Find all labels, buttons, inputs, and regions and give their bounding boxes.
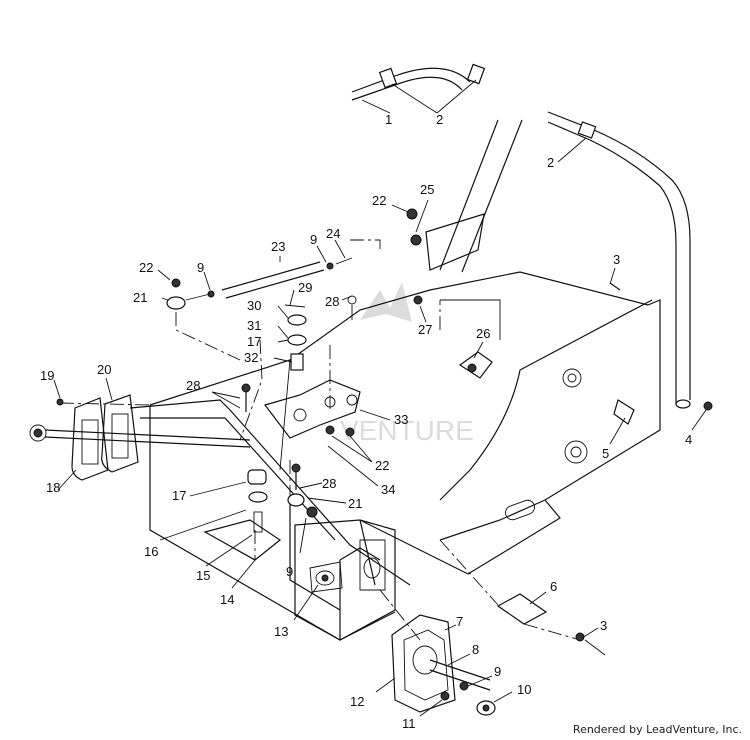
callout-25: 25 <box>420 182 434 197</box>
assembly-lines <box>59 239 581 641</box>
callout-9c: 9 <box>197 260 204 275</box>
callout-16: 16 <box>144 544 158 559</box>
callout-28: 28 <box>325 294 339 309</box>
left-bracket-plates <box>29 394 139 481</box>
callout-17: 17 <box>172 488 186 503</box>
lower-right-bracket <box>391 614 491 713</box>
callout-17b: 17 <box>247 334 261 349</box>
callout-22b: 22 <box>372 193 386 208</box>
callout-30: 30 <box>247 298 261 313</box>
callout-32: 32 <box>244 350 258 365</box>
callout-27: 27 <box>418 322 432 337</box>
callout-20: 20 <box>97 362 111 377</box>
callout-3b: 3 <box>600 618 607 633</box>
callout-14: 14 <box>220 592 234 607</box>
callout-8: 8 <box>472 642 479 657</box>
callout-11: 11 <box>402 716 416 731</box>
callout-33: 33 <box>394 412 408 427</box>
callout-5: 5 <box>602 446 609 461</box>
callout-10: 10 <box>517 682 531 697</box>
callout-9b: 9 <box>286 564 293 579</box>
callout-23: 23 <box>271 239 285 254</box>
leader-lines <box>53 79 707 717</box>
plate-14 <box>203 519 282 561</box>
bolt-stack-upper <box>284 304 307 371</box>
callout-29: 29 <box>298 280 312 295</box>
tie-rod <box>166 257 353 310</box>
callout-22c: 22 <box>375 458 389 473</box>
callout-2b: 2 <box>547 155 554 170</box>
frame-body <box>149 271 661 642</box>
callout-1: 1 <box>385 112 392 127</box>
bolt-stack-lower <box>247 469 268 533</box>
callout-labels: 1 2 2 3 4 5 3 6 7 8 9 10 11 12 13 14 15 … <box>40 112 692 731</box>
callout-24: 24 <box>326 226 340 241</box>
callout-28b: 28 <box>186 378 200 393</box>
side-plate-left <box>294 519 396 641</box>
callout-6: 6 <box>550 579 557 594</box>
callout-22: 22 <box>139 260 153 275</box>
callout-28c: 28 <box>322 476 336 491</box>
callout-34: 34 <box>381 482 395 497</box>
watermark-logo: VENTURE <box>340 282 474 446</box>
footer-credit: Rendered by LeadVenture, Inc. <box>572 723 742 736</box>
callout-12: 12 <box>350 694 364 709</box>
callout-15: 15 <box>196 568 210 583</box>
fasteners <box>56 208 713 716</box>
callout-26: 26 <box>476 326 490 341</box>
upper-tube <box>351 63 486 101</box>
roll-bar-tube <box>547 111 691 409</box>
callout-18: 18 <box>46 480 60 495</box>
center-linkage-plate <box>263 379 361 439</box>
steering-column <box>410 119 523 273</box>
callout-2: 2 <box>436 112 443 127</box>
callout-21: 21 <box>133 290 147 305</box>
callout-9d: 9 <box>310 232 317 247</box>
callout-3: 3 <box>613 252 620 267</box>
callout-7: 7 <box>456 614 463 629</box>
callout-4: 4 <box>685 432 692 447</box>
watermark-text: VENTURE <box>340 415 474 446</box>
callout-9: 9 <box>494 664 501 679</box>
callout-13: 13 <box>274 624 288 639</box>
plate-6 <box>496 593 548 625</box>
callout-21b: 21 <box>348 496 362 511</box>
callout-19: 19 <box>40 368 54 383</box>
callout-31: 31 <box>247 318 261 333</box>
